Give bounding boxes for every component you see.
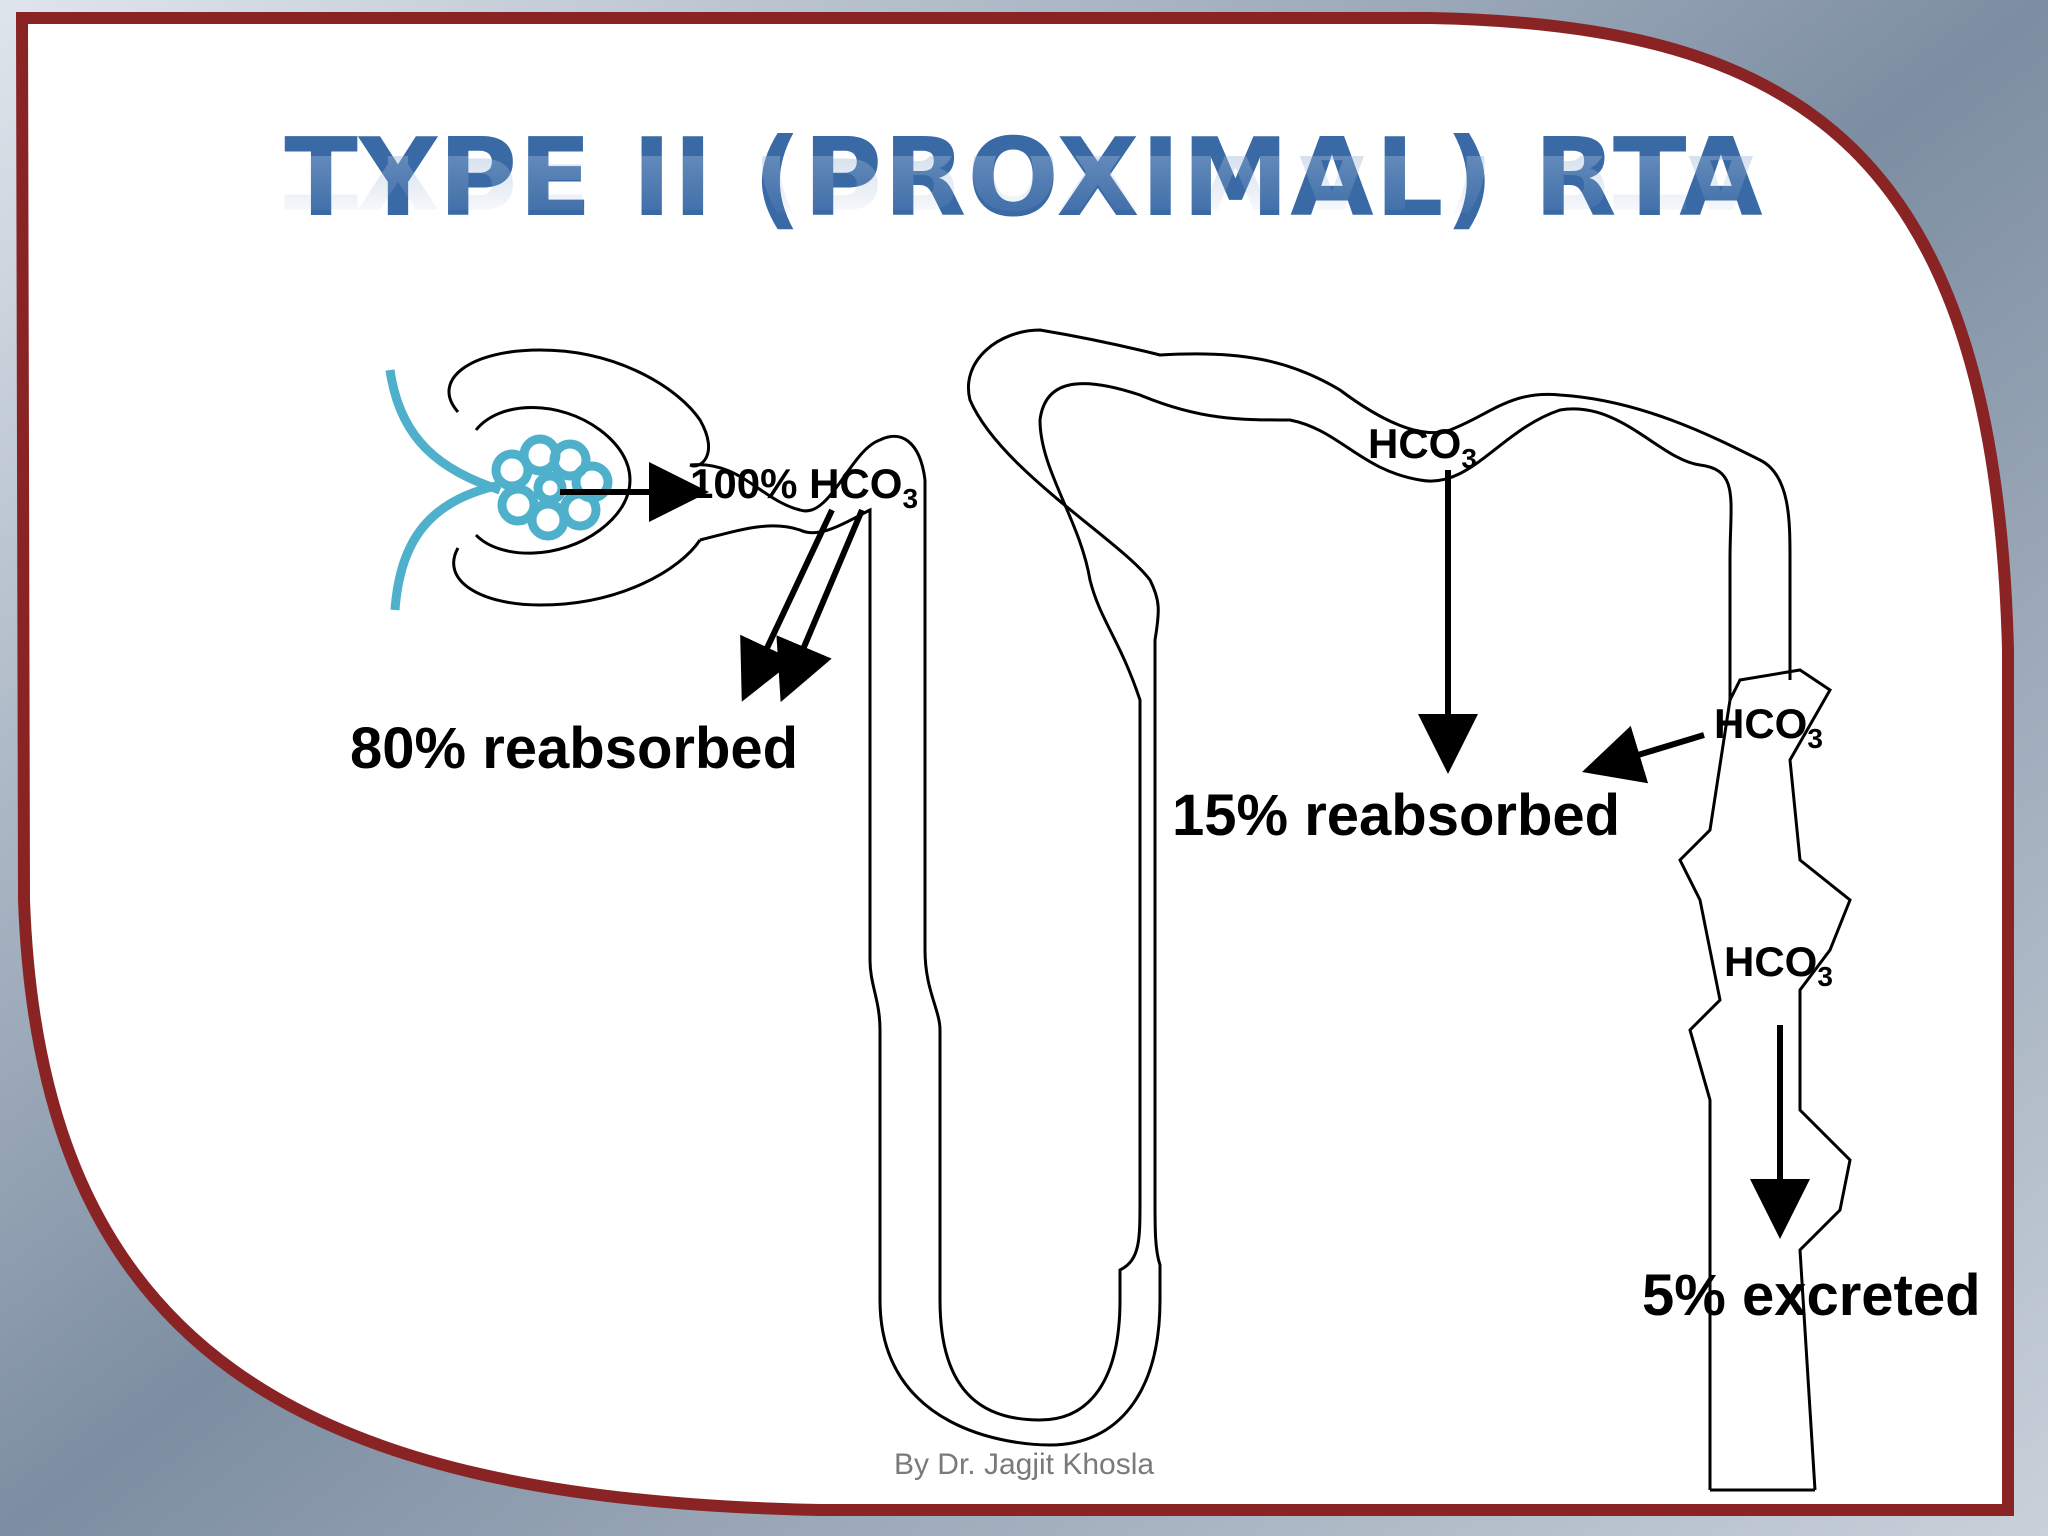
label-hco3-distal: HCO3 [1714,700,1823,754]
label-80-reabsorbed: 80% reabsorbed [350,716,799,781]
label-5-excreted: 5% excreted [1642,1263,1981,1328]
label-filtered-bicarbonate: 100% HCO3 [690,460,919,514]
bowmans-capsule [447,348,711,607]
white-panel [15,12,2014,1516]
collecting-duct [1678,668,1852,1492]
label-hco3-loop: HCO3 [1368,420,1477,474]
label-15-reabsorbed: 15% reabsorbed [1172,783,1621,848]
author-credit: By Dr. Jagjit Khosla [893,1448,1155,1481]
flow-arrows [560,462,1810,1239]
distal-tubule-outer [1038,382,1733,1300]
page-title: TYPE II (PROXIMAL) RTA [284,116,1764,241]
proximal-tubule-outer [689,434,1122,1422]
arrow-proximal-reabsorption-2 [776,508,865,703]
arrow-proximal-reabsorption-1 [740,508,835,702]
arrow-distal-reabsorption [1582,725,1705,784]
distal-tubule-inner [967,328,1792,1300]
nephron-tubule [689,328,1792,1447]
glomerulus [385,369,613,611]
label-hco3-collecting: HCO3 [1724,938,1833,992]
proximal-tubule-inner [699,507,1162,1447]
